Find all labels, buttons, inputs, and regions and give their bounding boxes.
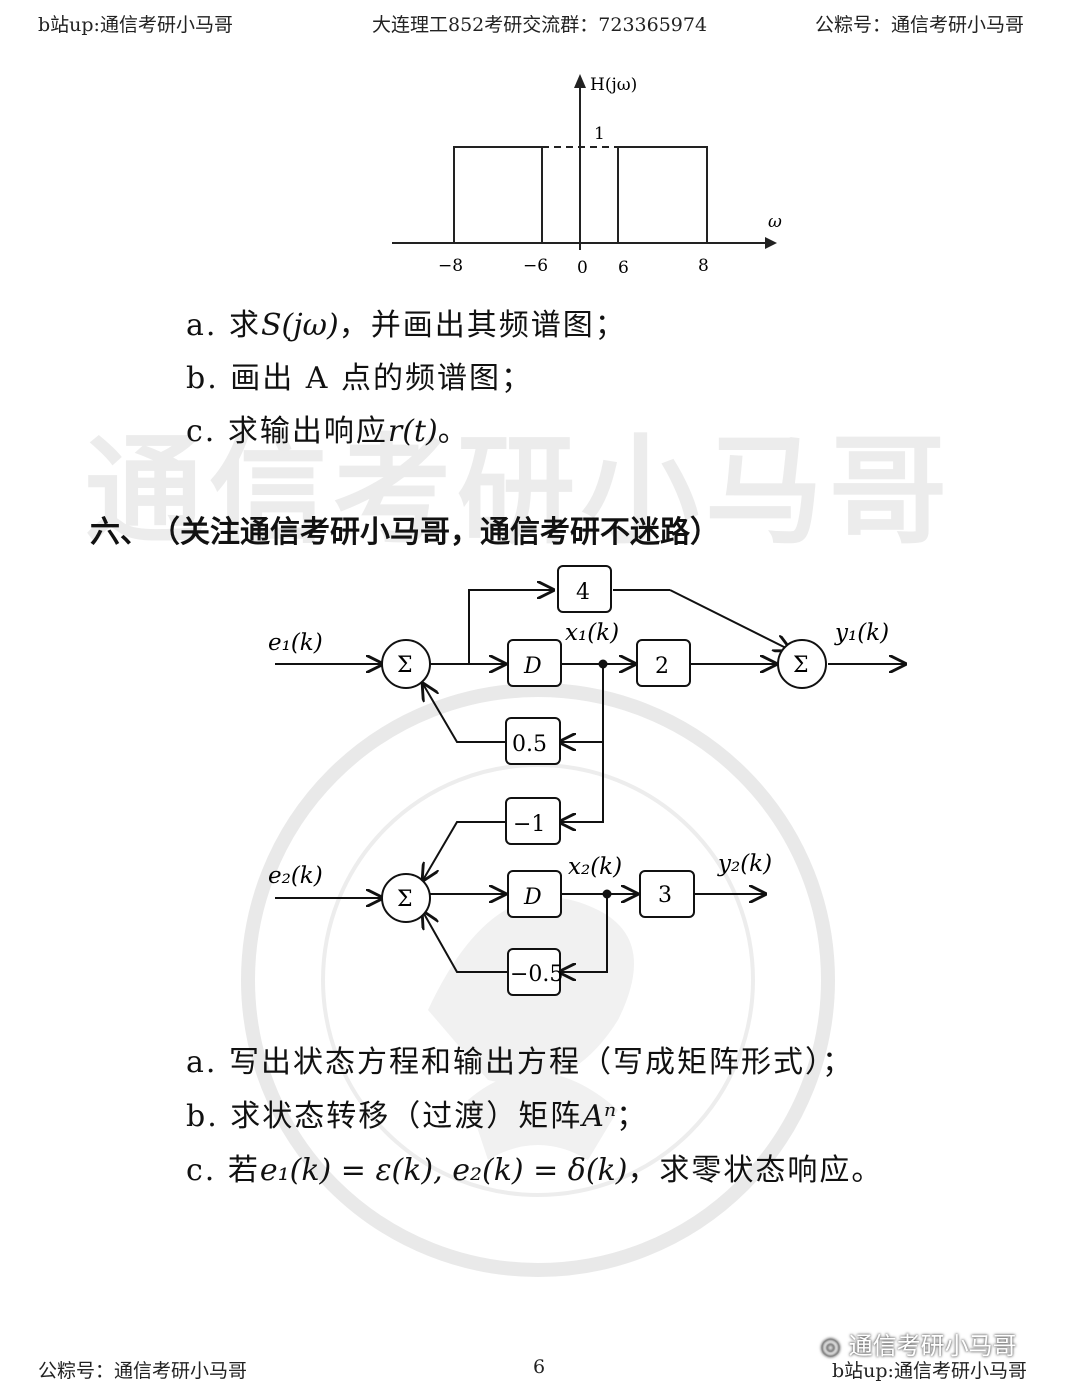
page-header: b站up:通信考研小马哥 大连理工852考研交流群：723365974 公粽号：… <box>0 10 1080 40</box>
header-right-text: 公粽号：通信考研小马哥 <box>815 14 1025 36</box>
gain-neg1-label: −1 <box>513 812 545 837</box>
gain-0-5-label: 0.5 <box>512 732 547 757</box>
question-5c-prefix: c. 求输出响应 <box>186 414 388 449</box>
question-5c-suffix: 。 <box>437 414 470 449</box>
question-6c-math: e₁(k) = ε(k), e₂(k) = δ(k) <box>259 1153 628 1188</box>
delay-1-label: D <box>523 654 542 679</box>
amplitude-arrow-icon <box>574 74 586 88</box>
x1-to-gain05-line <box>560 664 604 742</box>
spectrum-plot: H(jω) ω 1 −8 −6 0 6 8 <box>392 74 782 278</box>
gain-block-4 <box>557 565 612 613</box>
tick-label-6: 6 <box>618 258 629 278</box>
gain05-to-sum1-line <box>423 684 506 743</box>
question-6b: b. 求状态转移（过渡）矩阵Aⁿ； <box>186 1091 648 1135</box>
question-6b-math: Aⁿ <box>582 1099 617 1134</box>
question-5a-suffix: ，并画出其频谱图； <box>338 308 627 343</box>
x2-to-gainneg05-line <box>560 894 608 972</box>
gainneg05-to-sum2-line <box>423 912 508 973</box>
page-number: 6 <box>533 1356 546 1378</box>
gain-block-3 <box>639 870 695 918</box>
footer-left-text: 公粽号：通信考研小马哥 <box>38 1360 248 1382</box>
delay-2-label: D <box>523 885 542 910</box>
summer-1-symbol: Σ <box>397 653 413 678</box>
gain4-to-sum3-line <box>669 589 790 650</box>
e1-label: e₁(k) <box>268 630 323 656</box>
gain-block-2 <box>636 639 691 687</box>
delay-block-1 <box>507 639 562 687</box>
omega-axis-label: ω <box>768 212 782 232</box>
wechat-badge-text: 通信考研小马哥 <box>848 1332 1017 1360</box>
gain-block-neg1 <box>505 797 561 845</box>
tick-label-neg6: −6 <box>523 256 548 276</box>
x1-label: x₁(k) <box>565 620 619 646</box>
gain-4-label: 4 <box>576 580 590 605</box>
page-footer: 公粽号：通信考研小马哥 6 b站up:通信考研小马哥 <box>0 1356 1080 1386</box>
omega-arrow-icon <box>765 237 777 249</box>
gain-block-0-5 <box>505 717 561 765</box>
left-passband <box>453 146 543 243</box>
y2-label: y₂(k) <box>717 851 772 877</box>
question-5c-math: r(t) <box>387 414 438 449</box>
junction-x2-dot <box>602 889 612 899</box>
question-6b-suffix: ； <box>616 1099 649 1134</box>
y1-label: y₁(k) <box>834 620 889 646</box>
summer-2 <box>381 873 431 923</box>
question-5a-math: S(jω) <box>260 308 339 343</box>
summer-1 <box>381 639 431 689</box>
question-6c: c. 若e₁(k) = ε(k), e₂(k) = δ(k)，求零状态响应。 <box>186 1145 883 1189</box>
tick-label-0: 0 <box>577 258 588 278</box>
gain-block-neg0-5 <box>507 948 561 996</box>
question-6c-prefix: c. 若 <box>186 1153 260 1188</box>
x2-label: x₂(k) <box>568 854 622 880</box>
question-6b-prefix: b. 求状态转移（过渡）矩阵 <box>186 1099 583 1134</box>
question-5a: a. 求S(jω)，并画出其频谱图； <box>186 300 627 344</box>
question-5a-prefix: a. 求 <box>186 308 261 343</box>
header-left-text: b站up:通信考研小马哥 <box>38 14 233 36</box>
question-5b: b. 画出 A 点的频谱图； <box>186 361 534 396</box>
summer-2-symbol: Σ <box>397 887 413 912</box>
summer-3 <box>777 639 827 689</box>
gain-3-label: 3 <box>658 883 672 908</box>
right-passband <box>617 146 708 243</box>
junction-x1-dot <box>598 659 608 669</box>
question-6c-suffix: ，求零状态响应。 <box>627 1153 884 1188</box>
branch-to-gain4-line <box>468 590 553 664</box>
footer-right-text: b站up:通信考研小马哥 <box>832 1360 1027 1382</box>
x1-to-gainneg1-line <box>560 742 604 822</box>
level-label: 1 <box>594 124 605 144</box>
h-axis-label: H(jω) <box>590 75 637 95</box>
question-6a: a. 写出状态方程和输出方程（写成矩阵形式）； <box>186 1045 854 1080</box>
gainneg1-to-sum2-line <box>423 821 506 880</box>
tick-label-neg8: −8 <box>438 256 463 276</box>
wechat-badge: ◎ 通信考研小马哥 <box>820 1326 1017 1361</box>
block-diagram: Σ Σ Σ 4 D 2 0.5 −1 D 3 −0.5 e₁(k) e₂(k) … <box>268 565 920 996</box>
gain-2-label: 2 <box>655 654 669 679</box>
gain-neg0-5-label: −0.5 <box>510 962 563 987</box>
section-6-heading: 六、 （关注通信考研小马哥，通信考研不迷路） <box>90 515 720 550</box>
wechat-icon: ◎ <box>820 1332 841 1360</box>
e2-label: e₂(k) <box>268 863 323 889</box>
delay-block-2 <box>507 870 562 918</box>
summer-3-symbol: Σ <box>793 653 809 678</box>
header-center-text: 大连理工852考研交流群：723365974 <box>372 14 708 36</box>
question-5c: c. 求输出响应r(t)。 <box>186 406 470 450</box>
tick-label-8: 8 <box>698 256 709 276</box>
